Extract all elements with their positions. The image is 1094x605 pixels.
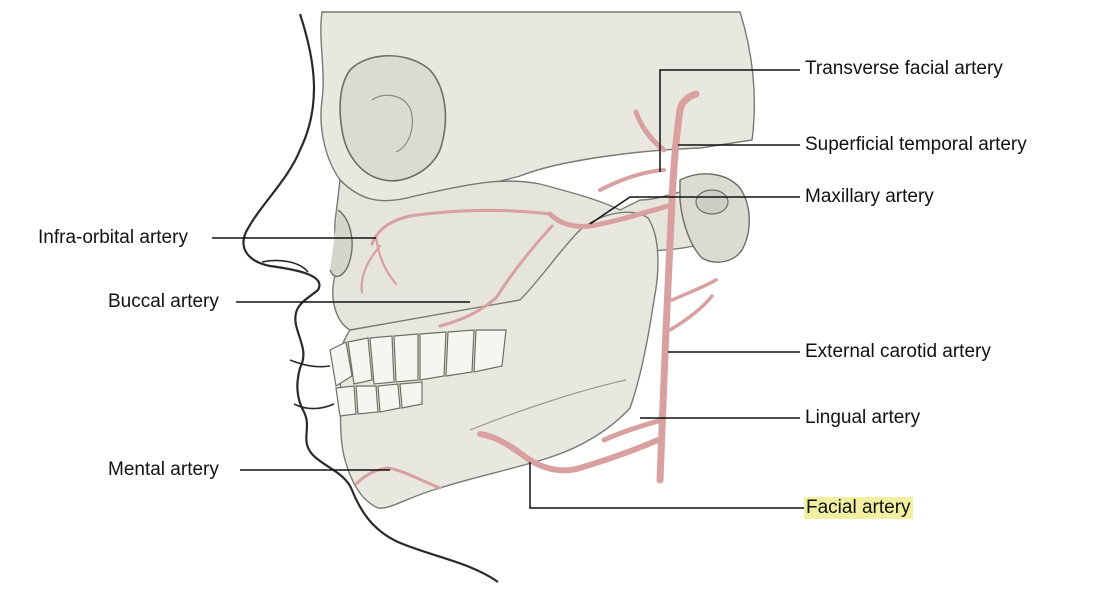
leader-transverse-facial (659, 69, 800, 172)
label-maxillary-artery: Maxillary artery (805, 186, 934, 207)
occipital-branches (668, 278, 718, 332)
orbit-inner (371, 94, 413, 153)
leader-lines (212, 69, 804, 509)
maxillary-vessel (547, 203, 671, 229)
lingual-vessel (601, 417, 665, 443)
buccal-vessel (438, 224, 554, 328)
mandibular-canal (469, 379, 627, 431)
infra-orbital-vessel (370, 208, 552, 246)
orbit (339, 54, 447, 182)
teeth-row (329, 329, 507, 417)
external-ear-canal (695, 189, 729, 215)
label-lingual-artery: Lingual artery (805, 407, 921, 428)
face-profile-outline (242, 13, 499, 583)
mental-vessel (354, 466, 442, 490)
nostril-outline (261, 259, 309, 273)
external-carotid-vessel (656, 90, 700, 484)
nasal-aperture (329, 209, 353, 277)
lip-outline (289, 359, 335, 410)
infra-orbital-branches (360, 234, 398, 294)
label-infra-orbital-artery: Infra-orbital artery (38, 227, 188, 248)
arteries (354, 90, 718, 490)
label-facial-artery: Facial artery (804, 497, 913, 519)
label-buccal-artery: Buccal artery (108, 291, 219, 312)
label-superficial-temporal-artery: Superficial temporal artery (805, 134, 1027, 155)
label-transverse-facial-artery: Transverse facial artery (805, 58, 1003, 79)
label-mental-artery: Mental artery (108, 459, 219, 480)
leader-maxillary (589, 196, 800, 225)
facial-vessel (477, 431, 661, 474)
leader-facial (529, 462, 804, 509)
mastoid-process (679, 173, 750, 263)
transverse-facial-vessel (598, 168, 666, 192)
label-external-carotid-artery: External carotid artery (805, 341, 991, 362)
